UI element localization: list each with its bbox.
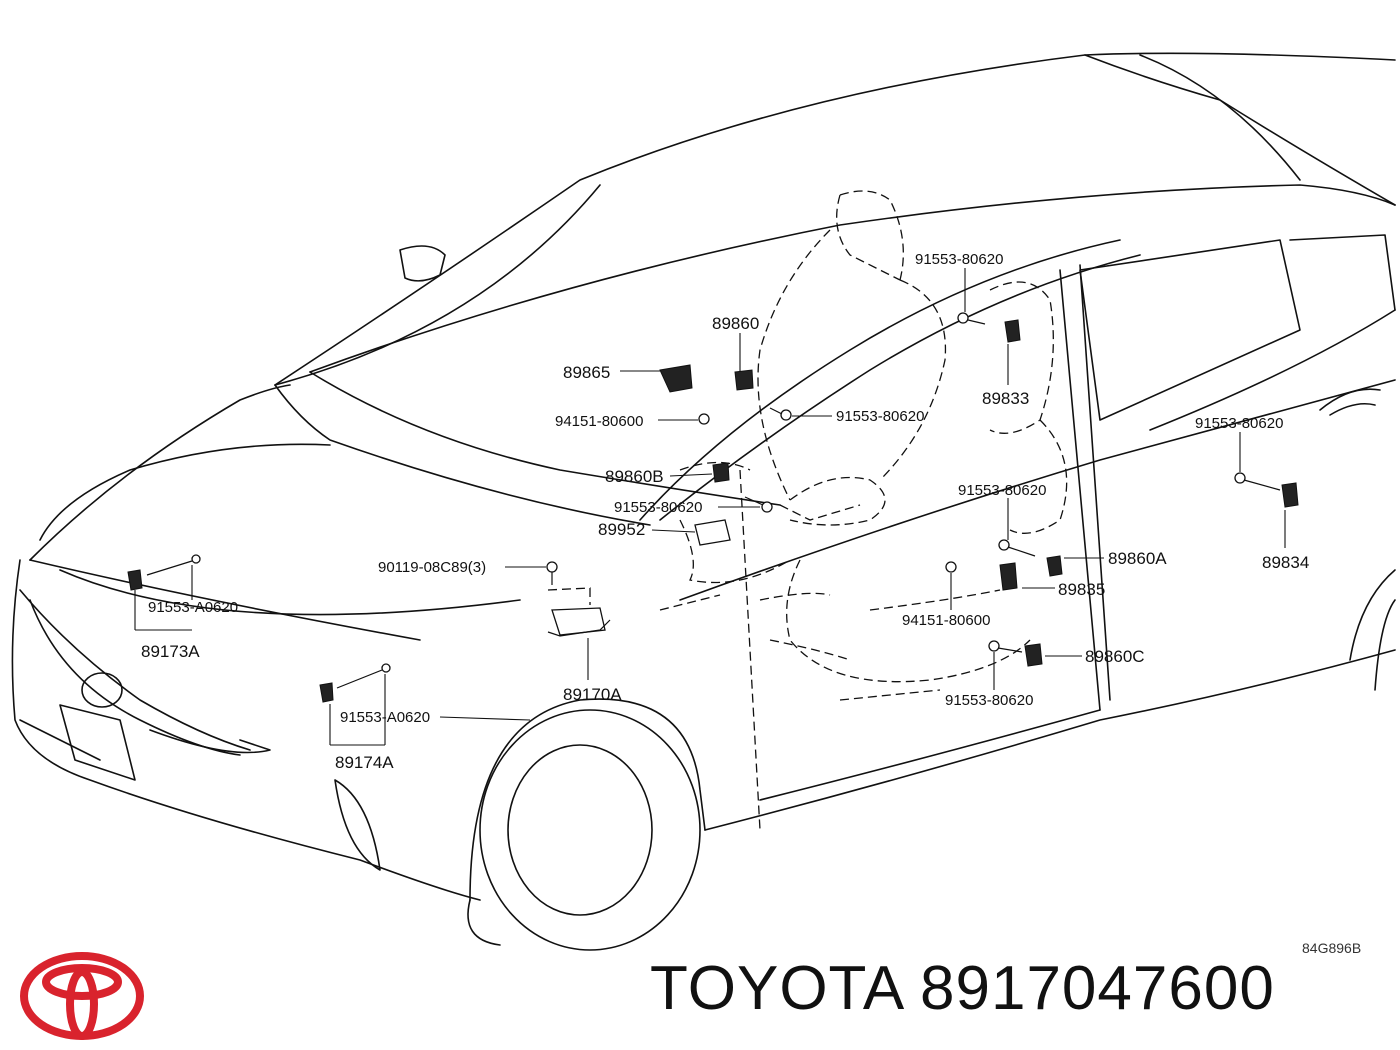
- label-91553-a0620-left: 91553-A0620: [148, 599, 238, 616]
- label-91553-80620-mid: 91553-80620: [836, 408, 924, 425]
- label-89860c: 89860C: [1085, 647, 1145, 666]
- sensor-parts: [127, 312, 1299, 703]
- label-89833: 89833: [982, 389, 1029, 408]
- label-89952: 89952: [598, 520, 645, 539]
- label-89860: 89860: [712, 314, 759, 333]
- label-89174a: 89174A: [335, 753, 394, 772]
- brand-part-heading: TOYOTA 8917047600: [650, 958, 1275, 1020]
- toyota-logo-icon: [20, 952, 144, 1040]
- label-91553-80620-top: 91553-80620: [915, 251, 1003, 268]
- label-89860b: 89860B: [605, 467, 664, 486]
- label-89170a: 89170A: [563, 685, 622, 704]
- interior-dashed-outline: [659, 190, 1068, 831]
- drawing-code: 84G896B: [1302, 940, 1361, 956]
- part-labels: 91553-80620 89860 89833 89865 94151-8060…: [141, 251, 1361, 956]
- label-91553-80620-seat: 91553-80620: [958, 482, 1046, 499]
- label-91553-80620-dash: 91553-80620: [614, 499, 702, 516]
- label-89834: 89834: [1262, 553, 1309, 572]
- leader-lines: [134, 268, 1286, 746]
- brand-name: TOYOTA: [650, 954, 902, 1023]
- label-94151-80600-upper: 94151-80600: [555, 413, 643, 430]
- part-number: 8917047600: [920, 954, 1275, 1023]
- label-89860a: 89860A: [1108, 549, 1167, 568]
- label-91553-80620-bottom: 91553-80620: [945, 692, 1033, 709]
- label-90119-08c89: 90119-08C89(3): [378, 559, 486, 576]
- label-89173a: 89173A: [141, 642, 200, 661]
- label-89835: 89835: [1058, 580, 1105, 599]
- label-91553-80620-right: 91553-80620: [1195, 415, 1283, 432]
- label-94151-80600-lower: 94151-80600: [902, 612, 990, 629]
- label-89865: 89865: [563, 363, 610, 382]
- car-body-outline: [11, 52, 1396, 951]
- label-91553-a0620-center: 91553-A0620: [340, 709, 430, 726]
